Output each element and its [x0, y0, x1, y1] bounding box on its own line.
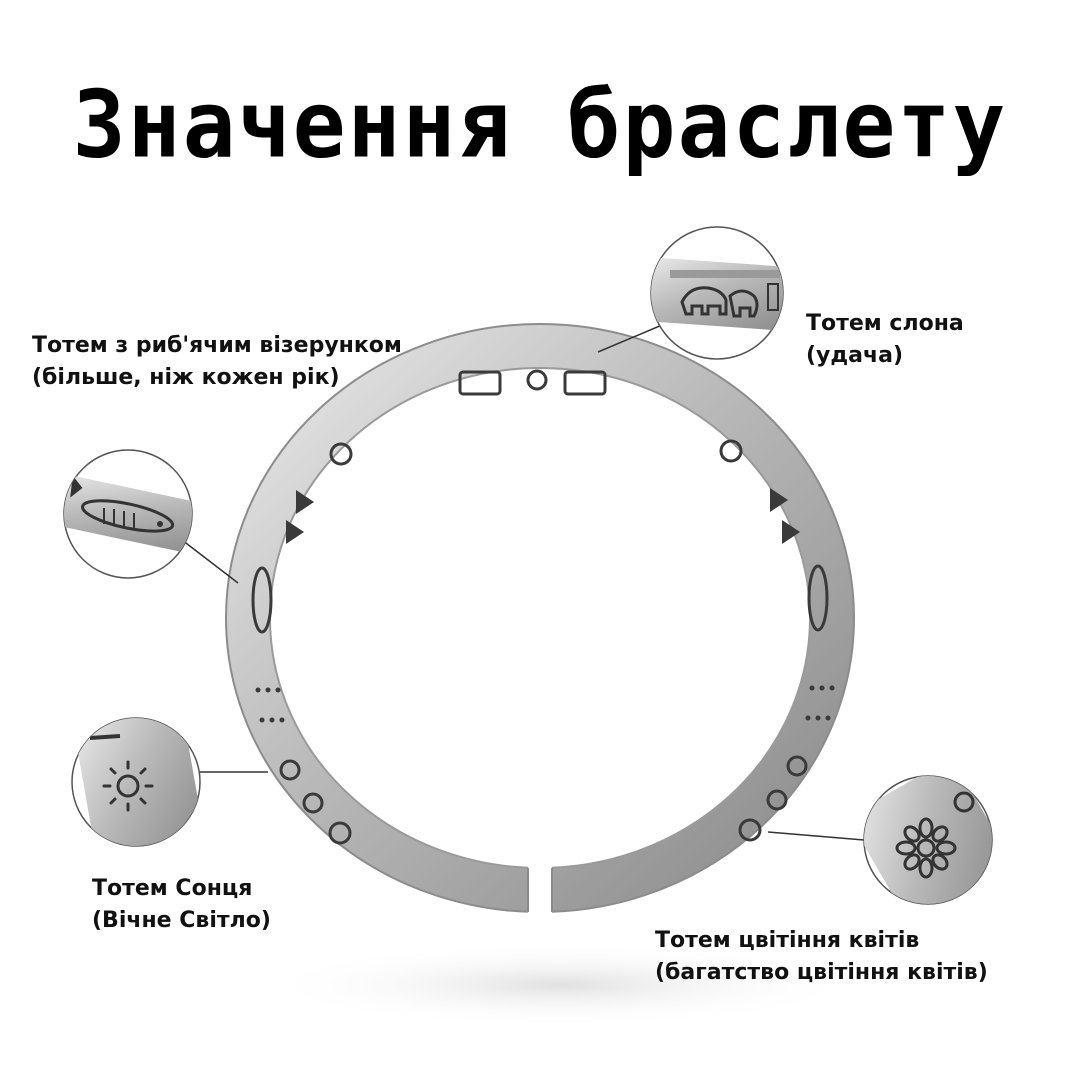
elephant-totem-meaning: (удача) — [806, 343, 904, 368]
flower-totem-title: Тотем цвітіння квітів — [655, 928, 920, 953]
sun-icon — [71, 717, 201, 847]
flower-totem-meaning: (багатство цвітіння квітів) — [655, 960, 988, 985]
sun-totem-title: Тотем Сонця — [92, 876, 253, 901]
flower-totem-label: Тотем цвітіння квітів (багатство цвітінн… — [655, 925, 988, 989]
page-title: Значення браслету — [72, 70, 1008, 179]
fish-totem-title: Тотем з риб'ячим візерунком — [32, 333, 402, 358]
bracelet-shadow — [260, 943, 860, 1027]
flower-icon — [863, 775, 993, 905]
elephant-totem-title: Тотем слона — [806, 311, 964, 336]
callout-lines — [181, 324, 865, 841]
sun-totem-meaning: (Вічне Світло) — [92, 908, 271, 933]
elephant-icon — [650, 226, 784, 360]
sun-totem-label: Тотем Сонця (Вічне Світло) — [92, 873, 271, 937]
fish-totem-label: Тотем з риб'ячим візерунком (більше, ніж… — [32, 330, 402, 394]
fish-icon — [63, 449, 193, 579]
elephant-totem-label: Тотем слона (удача) — [806, 308, 964, 372]
fish-totem-meaning: (більше, ніж кожен рік) — [32, 365, 340, 390]
bracelet-icon — [225, 323, 855, 940]
